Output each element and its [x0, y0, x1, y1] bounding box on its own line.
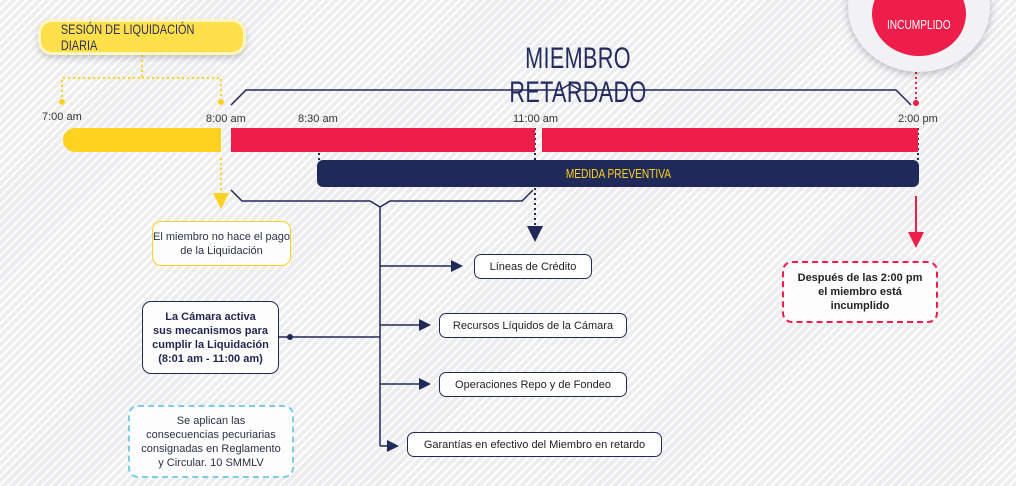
time-label-1400: 2:00 pm [898, 113, 938, 125]
incumplido-label: INCUMPLIDO [887, 17, 951, 32]
time-label-700: 7:00 am [42, 111, 82, 123]
camara-note: La Cámara activa sus mecanismos para cum… [142, 301, 279, 374]
page-title: MIEMBRO RETARDADO [509, 42, 647, 109]
time-label-830: 8:30 am [298, 113, 338, 125]
incumplido-badge: INCUMPLIDO [848, 0, 990, 72]
time-dot-2pm [913, 100, 919, 106]
retardado-bracket [230, 83, 912, 106]
time-label-800: 8:00 am [206, 113, 246, 125]
preventive-measure-bar: MEDIDA PREVENTIVA [317, 160, 919, 187]
session-badge-label: SESIÓN DE LIQUIDACIÓN DIARIA [60, 21, 195, 53]
time-label-1100: 11:00 am [513, 113, 559, 125]
session-bracket [61, 55, 143, 100]
mechanism-garantias-efectivo: Garantías en efectivo del Miembro en ret… [407, 432, 662, 457]
timeline-bar-late-1 [231, 128, 535, 152]
preventive-measure-label: MEDIDA PREVENTIVA [565, 166, 671, 181]
time-dot-7am [59, 99, 65, 105]
session-badge: SESIÓN DE LIQUIDACIÓN DIARIA [38, 19, 246, 55]
timeline-bar-late-2 [542, 128, 918, 152]
mechanism-lineas-credito: Líneas de Crédito [474, 254, 592, 279]
mechanism-recursos-liquidos: Recursos Líquidos de la Cámara [439, 313, 627, 338]
time-dot-8am [218, 99, 224, 105]
timeline-bar-session [63, 128, 221, 152]
after-2pm-note: Después de las 2:00 pm el miembro está i… [782, 261, 938, 323]
no-payment-note: El miembro no hace el pago de la Liquida… [152, 221, 291, 266]
mechanism-operaciones-repo: Operaciones Repo y de Fondeo [439, 372, 627, 397]
consequences-note: Se aplican las consecuencias pecuriarias… [128, 405, 294, 478]
